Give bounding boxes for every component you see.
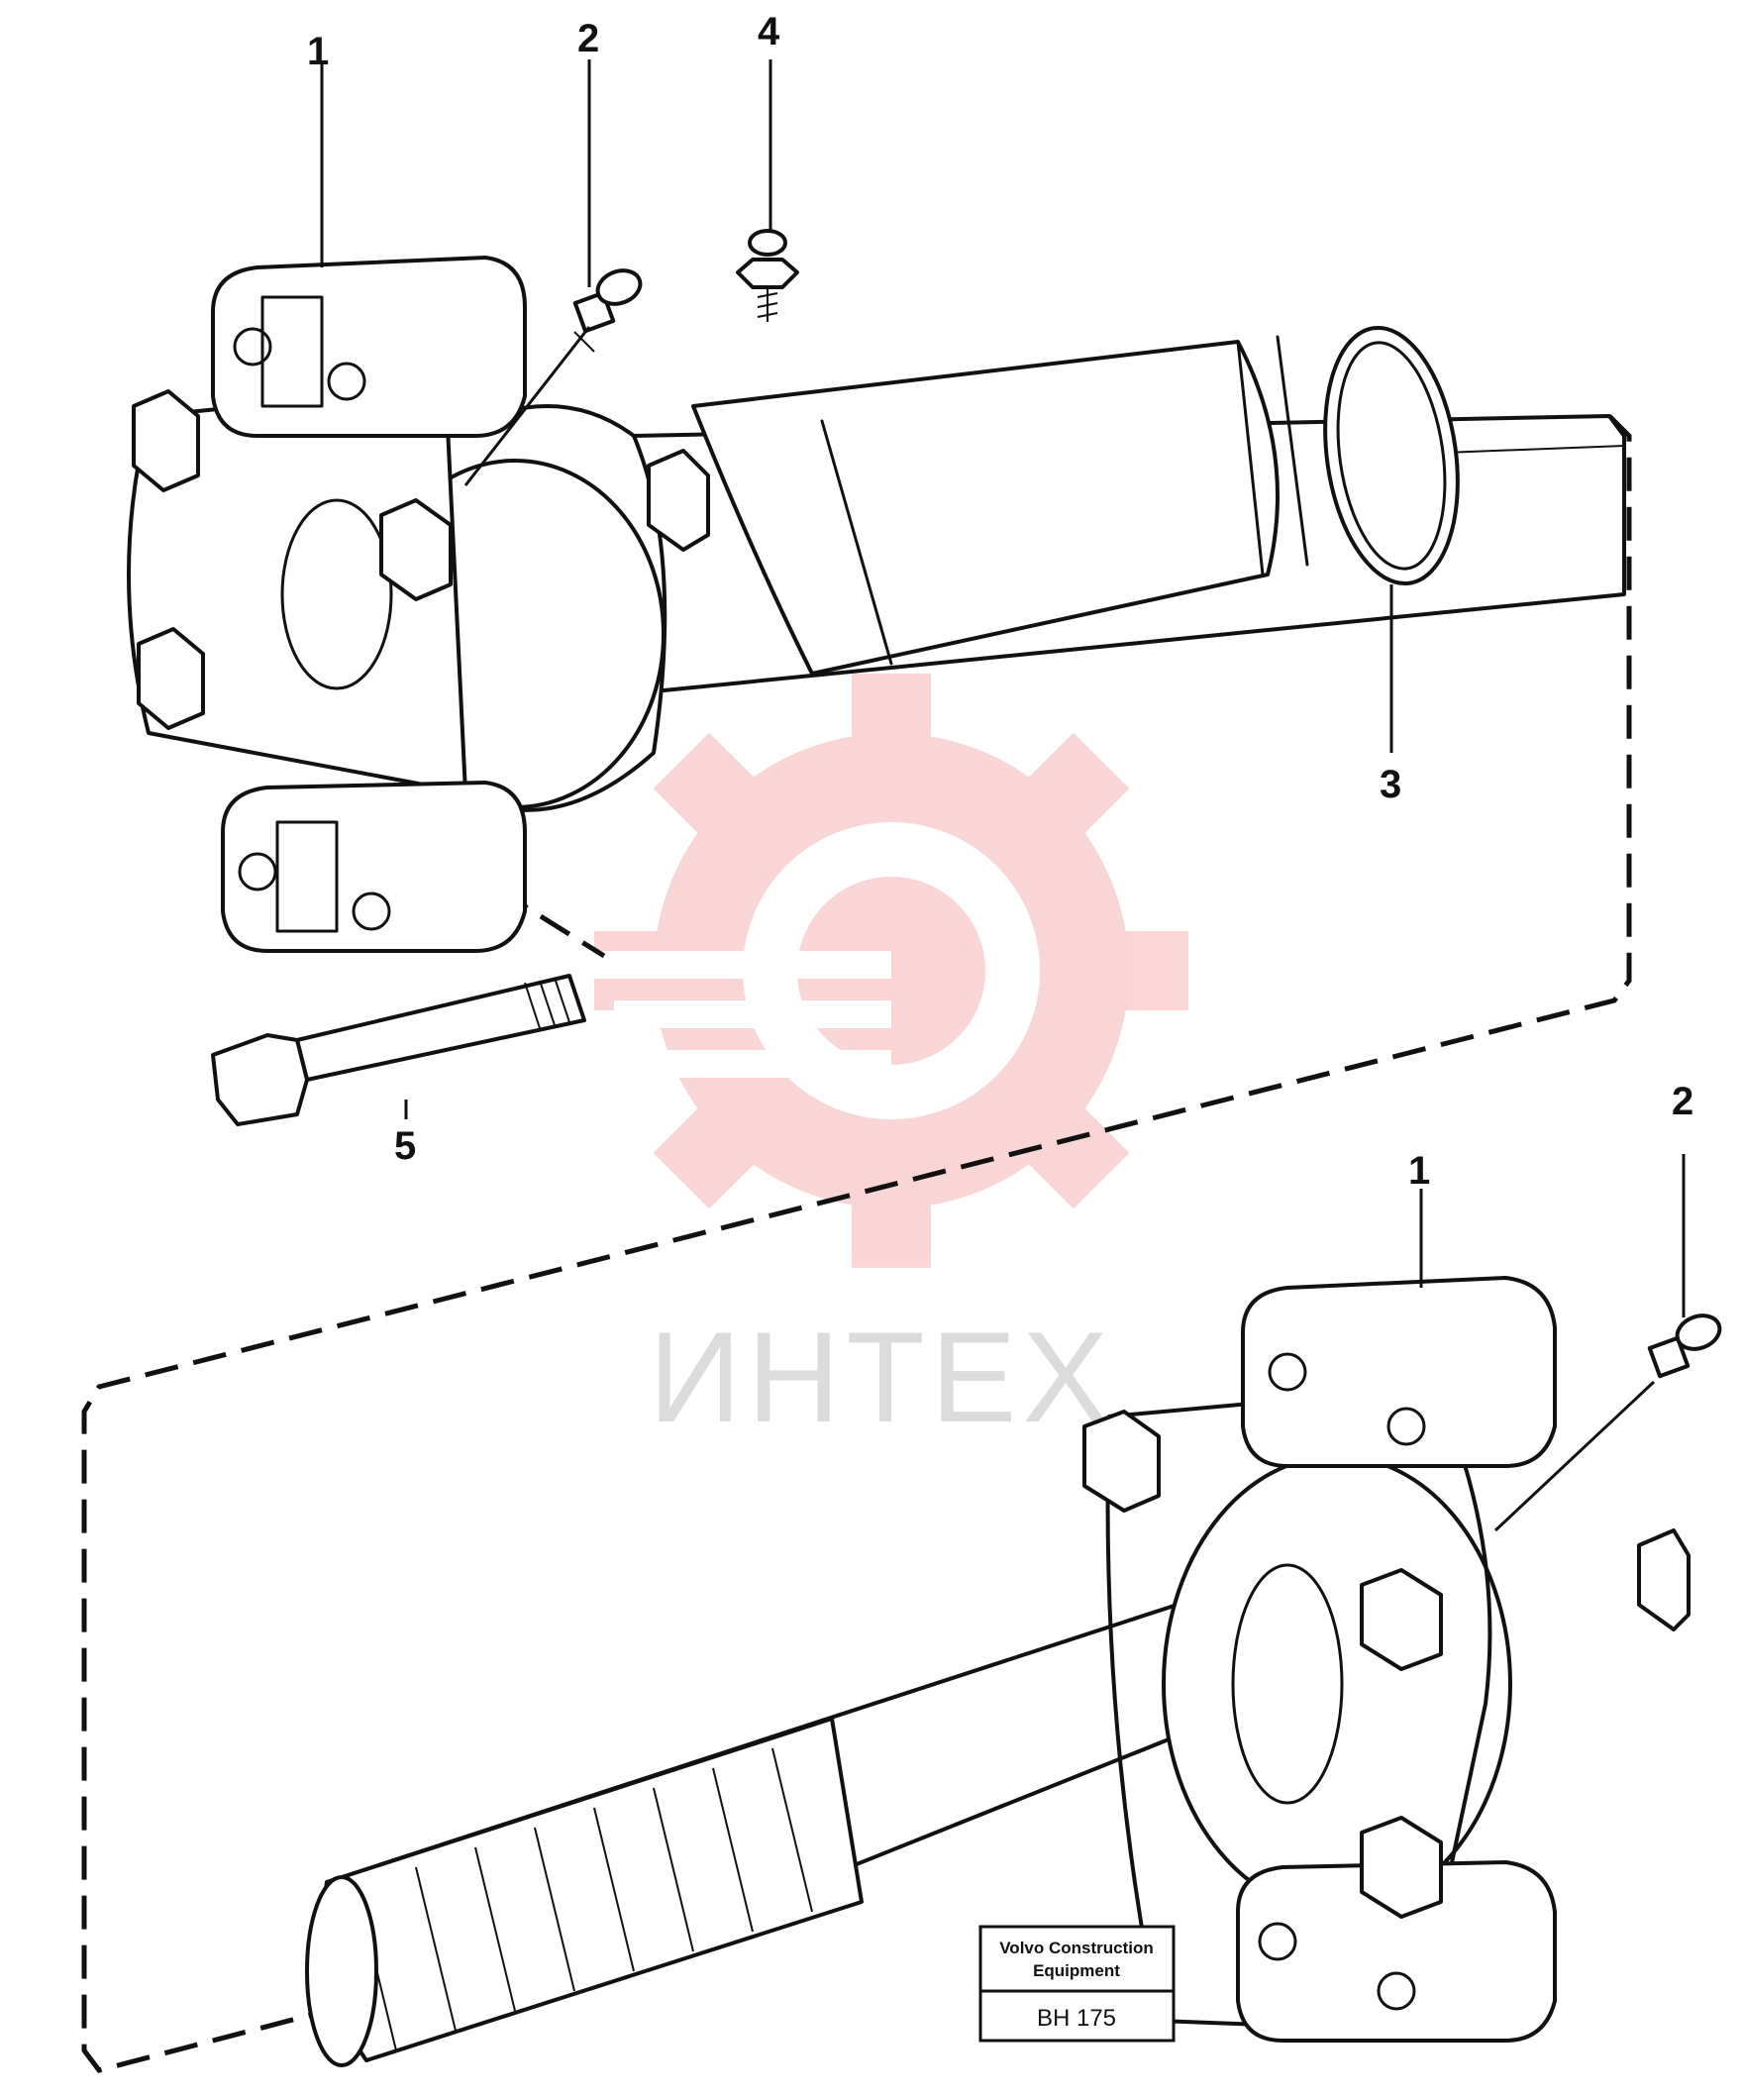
bottom-bolt-head-1	[1082, 1410, 1161, 1513]
gear-logo-icon	[594, 674, 1188, 1268]
bottom-shaft-end	[305, 1875, 378, 2067]
bottom-bolt-head-4	[1637, 1528, 1691, 1631]
callout-bottom-2: 2	[1672, 1080, 1693, 1123]
title-block-company: Volvo Construction	[999, 1939, 1154, 1957]
title-block: Volvo Construction Equipment BH 175	[978, 1925, 1176, 2043]
bottom-universal-joint-assembly	[305, 1276, 1722, 2067]
callout-top-2: 2	[577, 17, 599, 60]
top-bolt-head-3	[379, 498, 453, 601]
bottom-lower-yoke	[1236, 1860, 1557, 2043]
bottom-top-yoke	[1241, 1276, 1557, 1468]
intex-watermark	[594, 674, 1188, 1268]
top-o-ring	[1323, 325, 1460, 586]
top-sleeve	[691, 340, 1280, 676]
top-bolt-head-4	[647, 449, 710, 552]
callout-top-5: 5	[394, 1124, 416, 1168]
title-block-drawing-code: BH 175	[1037, 2005, 1116, 2032]
bottom-grease-nipple-2	[1647, 1313, 1722, 1379]
callout-bottom-1: 1	[1408, 1149, 1430, 1193]
bottom-spline-section	[323, 1717, 864, 2062]
top-upper-yoke	[211, 256, 527, 438]
watermark-text: ИНТЕХ	[649, 1305, 1114, 1449]
top-bolt-head-2	[137, 627, 205, 730]
top-long-bolt-5	[211, 974, 586, 1126]
top-grease-nipple-4	[736, 229, 799, 322]
bottom-bolt-head-2	[1360, 1568, 1443, 1671]
title-block-company-line2: Equipment	[1033, 1961, 1120, 1980]
top-lower-yoke	[221, 781, 527, 953]
callout-top-3: 3	[1380, 763, 1401, 806]
callout-top-4: 4	[758, 10, 780, 53]
top-bolt-head-1	[132, 389, 200, 492]
callout-numbers: 1 2 4 3 5 1 2	[307, 10, 1693, 1193]
top-universal-joint-assembly	[127, 229, 1626, 1126]
bottom-bolt-head-3	[1360, 1816, 1443, 1919]
leader-lines	[320, 59, 1686, 1532]
callout-top-1: 1	[307, 30, 329, 73]
top-grease-nipple-2	[572, 268, 643, 353]
